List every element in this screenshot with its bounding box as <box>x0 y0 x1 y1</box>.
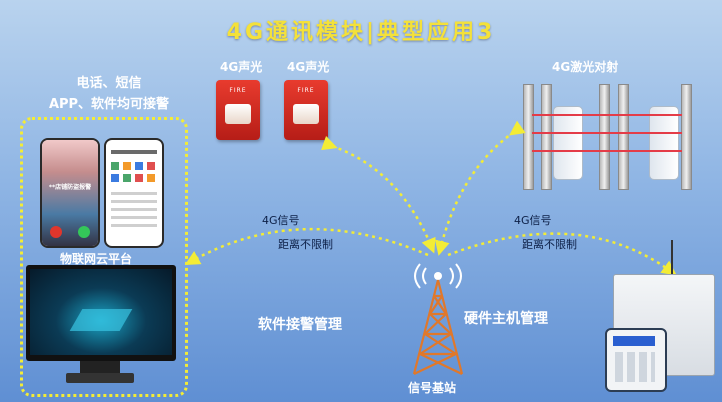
notify-caption: 电话、短信 APP、软件均可接警 <box>34 72 184 112</box>
alarm-host-icon <box>605 240 715 394</box>
left-distance-label: 距离不限制 <box>278 238 333 251</box>
link-tower-to-platform <box>184 227 429 265</box>
signal-tower-icon <box>412 263 464 375</box>
software-mgmt-label: 软件接警管理 <box>258 317 342 333</box>
decline-call-icon <box>50 226 62 238</box>
link-laser-to-tower <box>434 120 526 256</box>
notify-caption-line1: 电话、短信 <box>76 76 142 91</box>
laser-label: 4G激光对射 <box>552 60 619 74</box>
keypad-icon <box>605 328 667 392</box>
phone-app-screen <box>104 138 164 248</box>
tower-label: 信号基站 <box>408 381 457 395</box>
notify-caption-line2: APP、软件均可接警 <box>48 97 170 112</box>
laser-detector-icon <box>515 80 705 190</box>
right-signal-label: 4G信号 <box>514 214 552 227</box>
alarm2-label: 4G声光 <box>287 60 330 74</box>
monitor-stand <box>80 361 120 373</box>
strobe-alarm-icon-1: FIRE <box>216 80 260 140</box>
app-grid-icon <box>111 162 155 182</box>
phone-alarm-text: **店铺防盗报警 <box>48 184 92 191</box>
strobe-alarm-icon-2: FIRE <box>284 80 328 140</box>
alarm2-face-text: FIRE <box>297 87 315 94</box>
monitor-icon <box>26 265 176 361</box>
hardware-mgmt-label: 硬件主机管理 <box>464 311 548 327</box>
alarm1-face-text: FIRE <box>229 87 247 94</box>
monitor-base <box>66 373 134 383</box>
accept-call-icon <box>78 226 90 238</box>
link-alarm-to-tower <box>321 135 436 254</box>
left-signal-label: 4G信号 <box>262 214 300 227</box>
phone-call-screen: **店铺防盗报警 <box>40 138 100 248</box>
cloud-platform-label: 物联网云平台 <box>60 252 133 266</box>
alarm1-label: 4G声光 <box>220 60 263 74</box>
page-title: 4G通讯模块|典型应用3 <box>226 20 496 45</box>
right-distance-label: 距离不限制 <box>522 238 577 251</box>
